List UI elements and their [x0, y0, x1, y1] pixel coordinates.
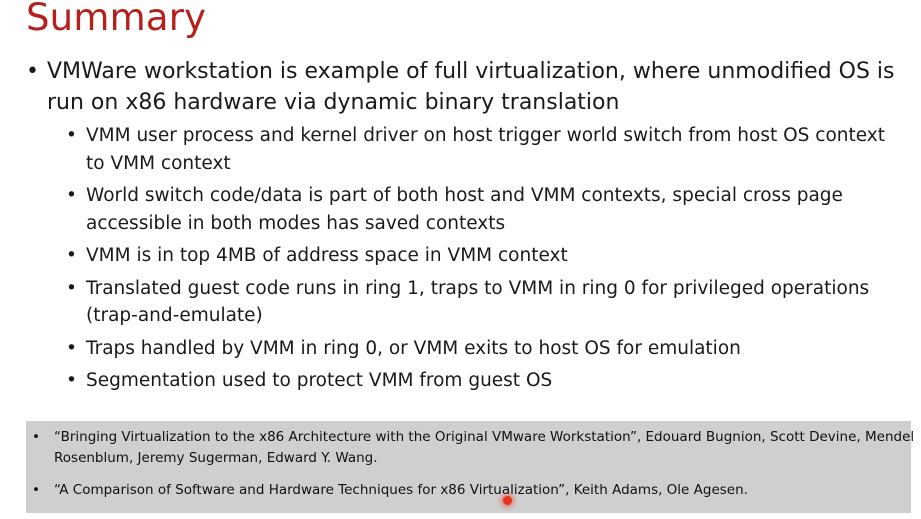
- bullet-dot: •: [32, 429, 40, 445]
- sub-bullet: • VMM is in top 4MB of address space in …: [66, 242, 906, 270]
- slide-title: Summary: [26, 0, 207, 39]
- bullet-dot: •: [66, 125, 77, 146]
- references-box: • “Bringing Virtualization to the x86 Ar…: [26, 421, 914, 513]
- sub-bullet: • World switch code/data is part of both…: [66, 182, 906, 237]
- bullet-dot: •: [32, 482, 40, 498]
- bullet-dot: •: [26, 59, 39, 84]
- main-bullet-text: VMWare workstation is example of full vi…: [47, 59, 895, 115]
- sub-bullet-text: Translated guest code runs in ring 1, tr…: [86, 277, 870, 327]
- laser-pointer-dot: [503, 496, 512, 505]
- sub-bullet-list: • VMM user process and kernel driver on …: [66, 122, 906, 400]
- reference-item: • “Bringing Virtualization to the x86 Ar…: [32, 427, 921, 469]
- bullet-dot: •: [66, 337, 77, 359]
- bullet-dot: •: [66, 245, 77, 266]
- sub-bullet-text: Traps handled by VMM in ring 0, or VMM e…: [86, 337, 741, 359]
- sub-bullet-text: World switch code/data is part of both h…: [86, 185, 843, 234]
- sub-bullet-text: VMM user process and kernel driver on ho…: [86, 125, 886, 174]
- main-bullet: • VMWare workstation is example of full …: [26, 56, 906, 118]
- sub-bullet-text: Segmentation used to protect VMM from gu…: [86, 370, 553, 391]
- sub-bullet: • Traps handled by VMM in ring 0, or VMM…: [66, 335, 906, 363]
- sub-bullet: • VMM user process and kernel driver on …: [66, 122, 906, 177]
- reference-text: “Bringing Virtualization to the x86 Arch…: [54, 429, 915, 466]
- bullet-dot: •: [66, 185, 77, 206]
- reference-text: “A Comparison of Software and Hardware T…: [54, 482, 748, 498]
- bullet-dot: •: [66, 277, 77, 299]
- sub-bullet-text: VMM is in top 4MB of address space in VM…: [86, 245, 568, 266]
- reference-item: • “A Comparison of Software and Hardware…: [32, 480, 921, 501]
- bullet-dot: •: [66, 370, 77, 391]
- sub-bullet: • Translated guest code runs in ring 1, …: [66, 275, 906, 330]
- sub-bullet: • Segmentation used to protect VMM from …: [66, 367, 906, 395]
